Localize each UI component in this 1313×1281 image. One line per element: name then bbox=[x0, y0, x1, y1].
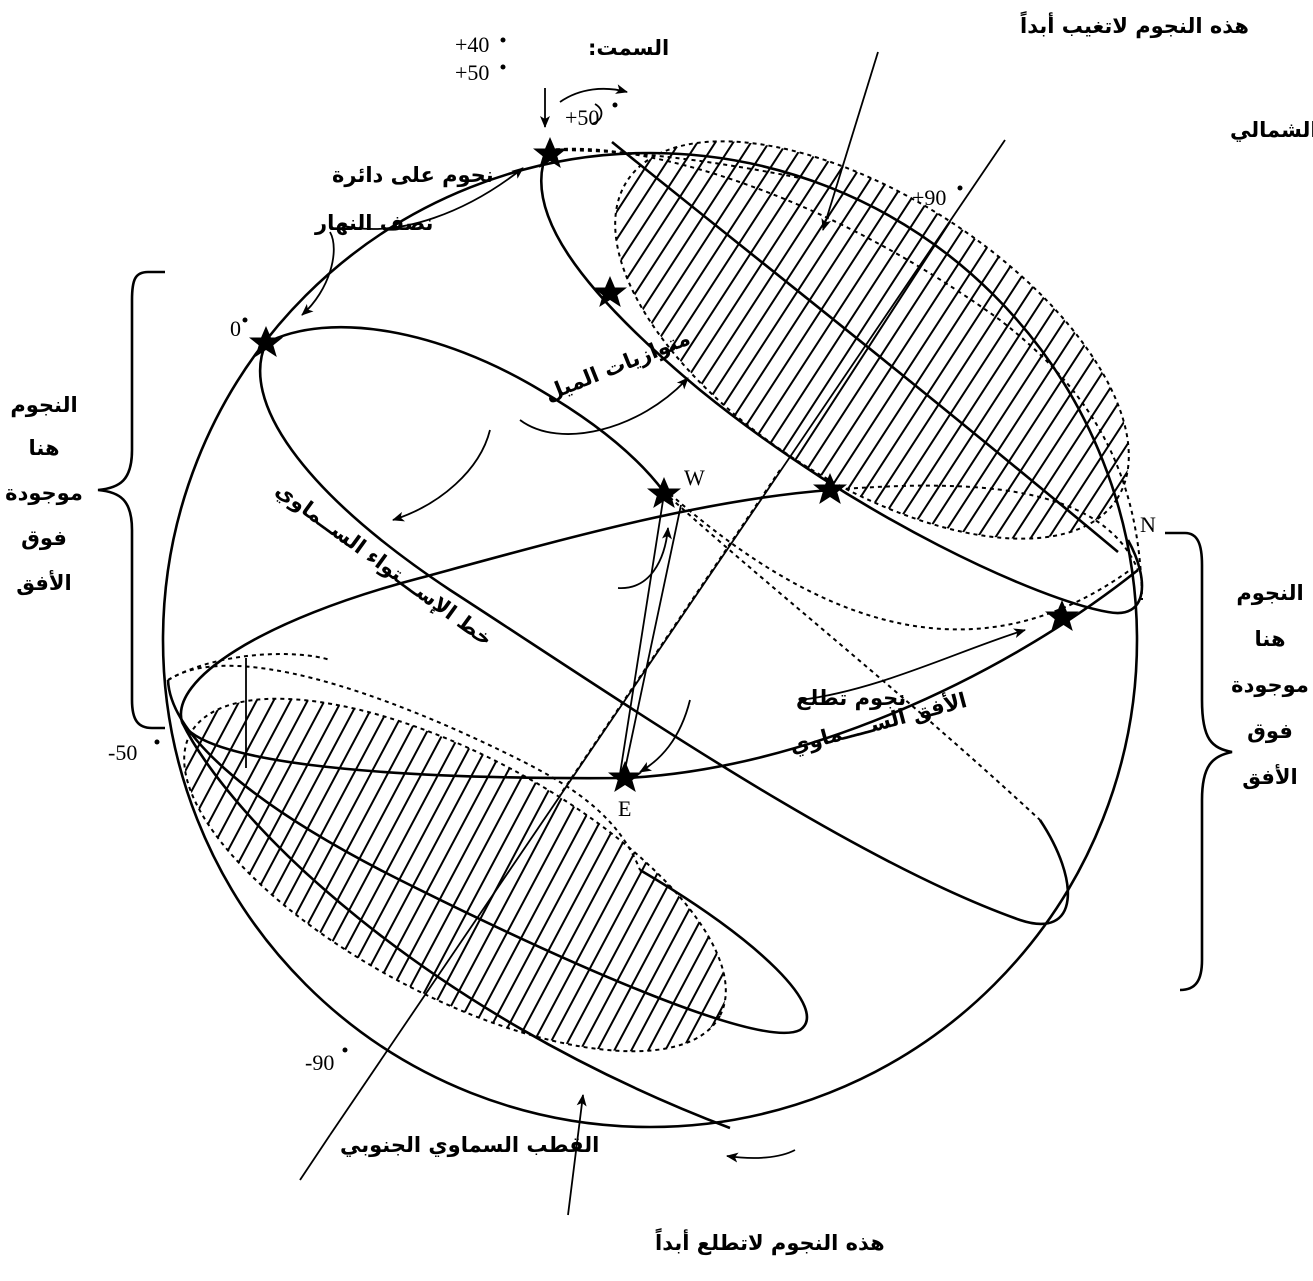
meridian-arrow-zenith bbox=[339, 167, 524, 230]
right-note-line: هنا bbox=[1254, 627, 1285, 651]
right-note: النجوم هنا موجودة فوق الأفق bbox=[1231, 581, 1309, 789]
never-set-boundary bbox=[611, 140, 1119, 553]
left-brace bbox=[97, 270, 165, 730]
horizon-back bbox=[179, 488, 831, 723]
north-pole-label: القطب السماوي الشمالي bbox=[1230, 118, 1313, 143]
right-note-line: النجوم bbox=[1236, 581, 1303, 605]
parallels-arrow-right bbox=[519, 377, 689, 435]
south-pole-label: القطب السماوي الجنوبي bbox=[340, 1133, 599, 1158]
horizon-left-dashed bbox=[167, 653, 331, 681]
never-rise-region bbox=[184, 698, 726, 1052]
celestial-sphere-outline bbox=[161, 151, 1139, 1129]
west-east-line2 bbox=[619, 493, 665, 775]
never-rise-arrow bbox=[567, 1094, 587, 1216]
degree-mark bbox=[957, 185, 963, 191]
celestial-equator-label: خط الإســـتواء الســماوي bbox=[270, 478, 497, 652]
celestial-equator-front bbox=[258, 342, 1070, 926]
left-note-line: فوق bbox=[21, 526, 67, 550]
rising-arrow-east bbox=[639, 699, 691, 773]
rotation-arrow-top-down bbox=[591, 103, 603, 125]
meridian-label-line1: نجوم على دائرة bbox=[332, 163, 494, 187]
zenith-label: السمت: bbox=[588, 36, 669, 60]
rotation-arrow-top bbox=[559, 84, 628, 103]
rising-arrow-north bbox=[799, 628, 1026, 701]
star-east bbox=[608, 761, 642, 792]
west-label: W bbox=[684, 465, 705, 490]
left-note-line: الأفق bbox=[16, 569, 72, 595]
never-rise-boundary bbox=[180, 721, 731, 1130]
never-set-arrow bbox=[821, 51, 879, 231]
west-arrow bbox=[617, 527, 672, 589]
north-label: N bbox=[1140, 512, 1156, 537]
west-east-line bbox=[623, 504, 682, 775]
star-zero bbox=[249, 326, 283, 357]
minus-90-label: -90 bbox=[305, 1050, 334, 1075]
right-brace bbox=[1165, 531, 1233, 992]
rotation-arrow-bottom bbox=[726, 1149, 796, 1163]
parallel-plus-50 bbox=[539, 149, 1144, 615]
left-note-line: موجودة bbox=[5, 481, 83, 505]
parallels-arrow-left bbox=[392, 429, 491, 522]
right-note-line: فوق bbox=[1247, 719, 1293, 743]
celestial-equator-back-dashed bbox=[663, 491, 1041, 821]
left-note: النجوم هنا موجودة فوق الأفق bbox=[5, 393, 83, 595]
polar-axis-dashed bbox=[559, 469, 781, 796]
zero-deg-label: 0 bbox=[230, 316, 241, 341]
left-note-line: هنا bbox=[28, 436, 59, 460]
right-note-line: الأفق bbox=[1242, 763, 1298, 789]
zenith-value-bottom: +50 bbox=[455, 60, 489, 85]
meridian-dashed bbox=[547, 149, 801, 179]
degree-mark bbox=[342, 1047, 348, 1053]
degree-mark bbox=[500, 37, 506, 43]
meridian-back-dashed bbox=[669, 493, 1131, 631]
right-note-line: موجودة bbox=[1231, 673, 1309, 697]
degree-mark bbox=[500, 64, 506, 70]
never-set-label: هذه النجوم لاتغيب أبداً bbox=[1020, 10, 1249, 38]
never-rise-label: هذه النجوم لاتطلع أبداً bbox=[655, 1227, 885, 1255]
minus-50-label: -50 bbox=[108, 740, 137, 765]
parallel-minus-50-front bbox=[166, 679, 809, 1035]
zenith-arrow-value: +50 bbox=[565, 105, 599, 130]
left-note-line: النجوم bbox=[10, 393, 77, 417]
south-pole-pointer bbox=[299, 1134, 331, 1181]
celestial-equator-back bbox=[265, 325, 666, 493]
meridian-label-line2: نصف النهار bbox=[314, 211, 433, 235]
zenith-value-top: +40 bbox=[455, 32, 489, 57]
plus-90-label: +90 bbox=[912, 185, 946, 210]
star-north-horizon bbox=[1045, 600, 1079, 631]
never-set-dashed bbox=[614, 140, 1130, 540]
degree-mark bbox=[154, 739, 160, 745]
east-label: E bbox=[618, 796, 631, 821]
never-set-region bbox=[615, 141, 1129, 539]
rising-stars-label: نجوم تطلع bbox=[796, 686, 906, 710]
meridian-arrow-zero bbox=[301, 231, 335, 316]
degree-mark bbox=[242, 317, 248, 323]
degree-mark bbox=[612, 102, 618, 108]
star-plus-50-mid bbox=[593, 276, 627, 307]
